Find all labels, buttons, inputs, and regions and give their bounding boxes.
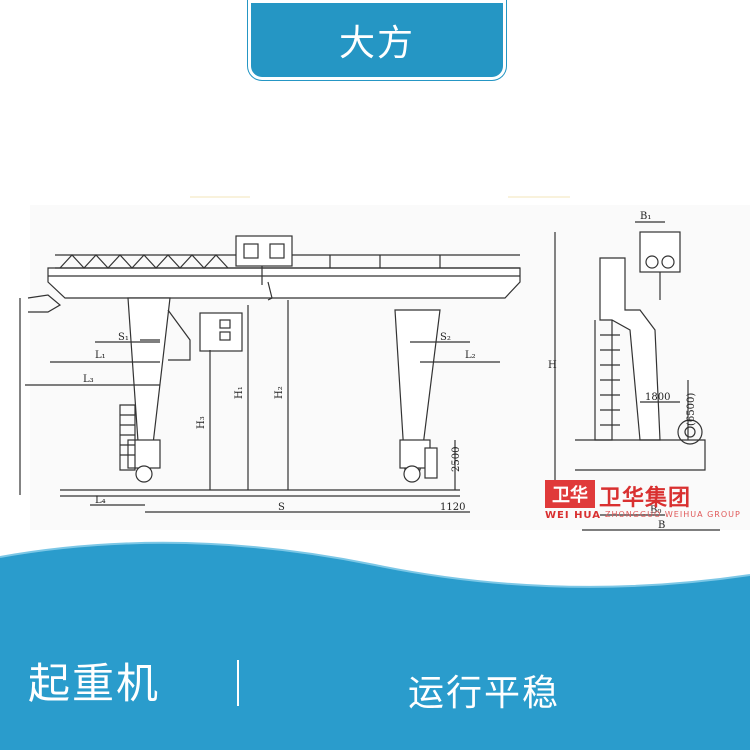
- label-s: S: [278, 502, 285, 513]
- bottom-band: [0, 535, 750, 750]
- label-1120: 1120: [440, 502, 465, 513]
- label-l1: L₁: [95, 350, 106, 361]
- label-l2: L₂: [465, 350, 476, 361]
- header-tab: 大方: [248, 0, 506, 80]
- label-s2: S₂: [440, 332, 451, 343]
- label-h1: H₁: [234, 386, 245, 399]
- wave-background: [0, 541, 750, 750]
- header-title: 大方: [338, 23, 415, 64]
- label-s1: S₁: [118, 332, 129, 343]
- logo-chinese-name: 卫华集团: [599, 486, 692, 511]
- logo-english-subtitle: ZHONGGUO WEIHUA GROUP: [605, 510, 741, 519]
- logo-english-name: WEI HUA: [545, 510, 601, 521]
- product-feature: 运行平稳: [408, 673, 561, 714]
- label-b: B: [658, 520, 665, 531]
- label-l3: L₃: [83, 374, 94, 385]
- label-h: H: [548, 360, 557, 371]
- label-l4: L₄: [95, 495, 106, 506]
- gantry-crane-drawing: S₁ L₁ L₃ L₄ S₂ L₂ H₃ H₁ H₂ S 1120 2500 H…: [19, 196, 750, 531]
- label-h2: H₂: [274, 386, 285, 399]
- brand-logo: 卫华 卫华集团 WEI HUA ZHONGGUO WEIHUA GROUP: [545, 480, 745, 522]
- label-1800: 1800: [645, 392, 670, 403]
- footer-divider: [237, 660, 239, 706]
- label-b0: B₀: [650, 505, 661, 516]
- label-h3: H₃: [196, 416, 207, 429]
- logo-mark: 卫华: [545, 480, 595, 508]
- product-name: 起重机: [28, 659, 161, 708]
- label-b1: B₁: [640, 211, 651, 222]
- label-2500: 2500: [451, 447, 462, 472]
- label-6500: (6500): [686, 393, 697, 426]
